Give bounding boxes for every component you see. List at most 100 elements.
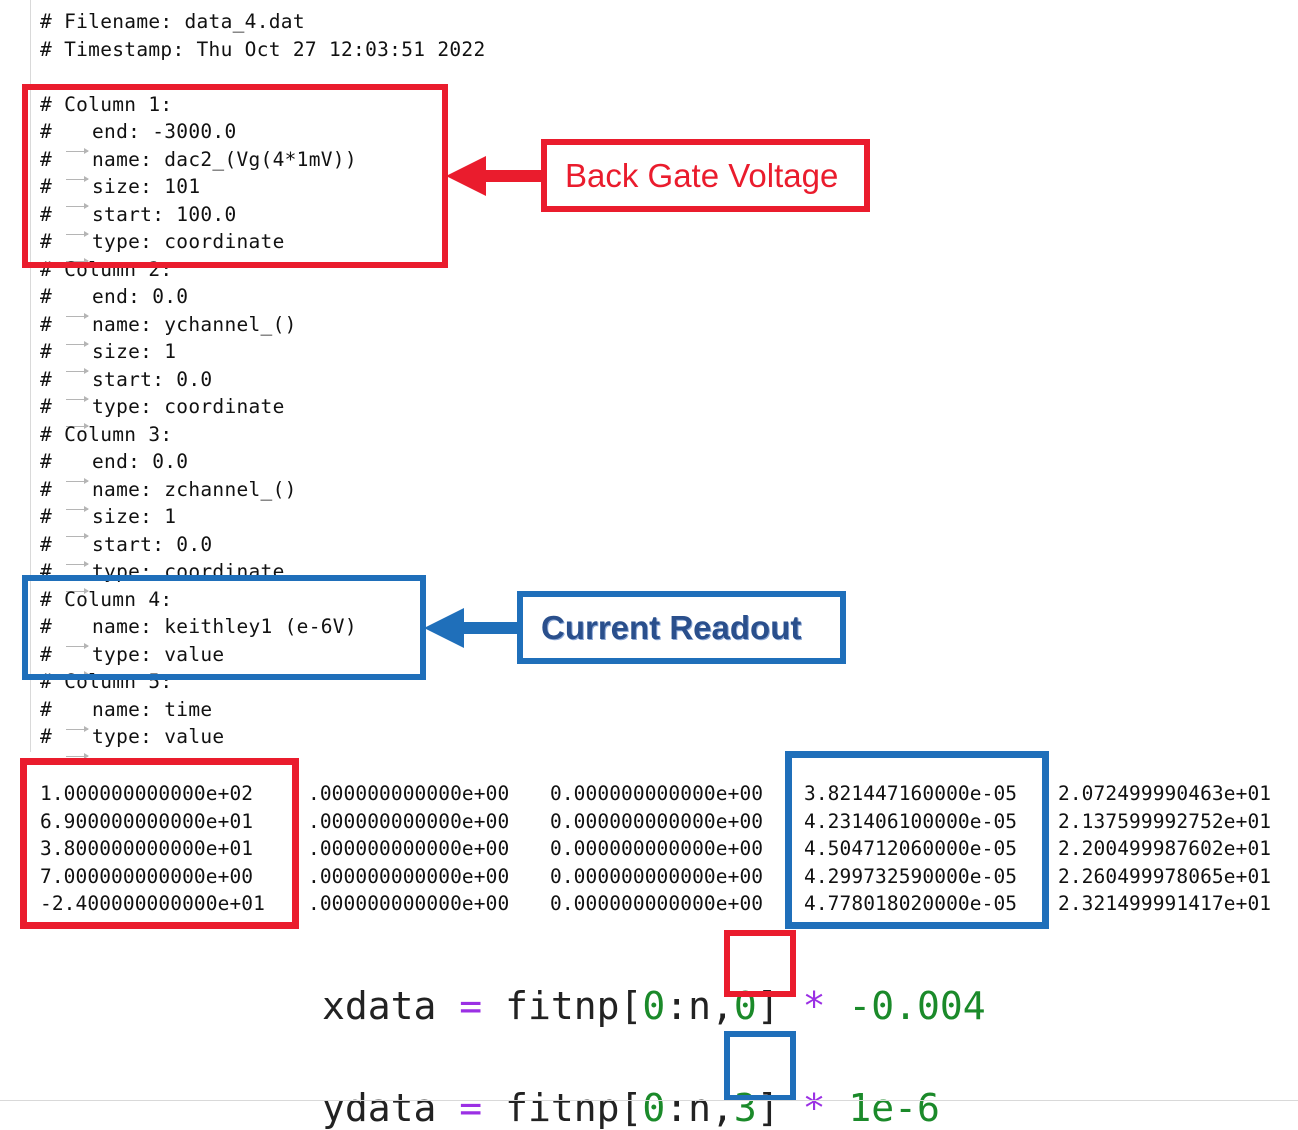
- header-line: # Filename: data_4.dat: [40, 10, 305, 33]
- column-field-line: #start: 0.0: [40, 366, 485, 402]
- data-cell: 0.000000000000e+00: [550, 837, 764, 860]
- column-field-text: size: 1: [92, 340, 177, 363]
- comment-hash: #: [40, 285, 53, 308]
- comment-hash: #: [40, 175, 53, 198]
- red-arrow-icon: [446, 156, 542, 196]
- comment-hash: #: [40, 505, 53, 528]
- column-field-line: # start: 0.0: [40, 531, 485, 567]
- comment-hash: #: [40, 615, 53, 638]
- column4-highlight-box: [22, 575, 426, 680]
- comment-hash: #: [40, 560, 53, 583]
- comment-hash: #: [40, 532, 53, 556]
- column-field-text: start: 100.0: [92, 202, 237, 226]
- column-field-text: start: 0.0: [92, 367, 213, 391]
- column-field-text: type: coordinate: [92, 395, 285, 418]
- column-field-line: #type: coordinate: [40, 393, 485, 429]
- data-cell: 0.000000000000e+00: [550, 809, 764, 833]
- data-rows: 1.000000000000e+02 .000000000000e+00 0.000…: [40, 780, 1271, 918]
- data-cell: .000000000000e+00: [308, 837, 510, 860]
- ydata-index-box: [724, 1031, 796, 1101]
- comment-hash: #: [40, 202, 53, 226]
- column-field-line: #type: value: [40, 723, 485, 759]
- header-line: # Timestamp: Thu Oct 27 12:03:51 2022: [40, 37, 486, 61]
- column-field-text: start: 0.0: [92, 532, 213, 556]
- y-op: *: [802, 1086, 826, 1130]
- column-field-text: name: ychannel_(): [92, 312, 297, 336]
- bottom-divider: [0, 1100, 1298, 1101]
- column-field-text: name: dac2_(Vg(4*1mV)): [92, 147, 357, 171]
- column-field-line: # end: 0.0: [40, 283, 485, 319]
- y-colon-n: :n: [665, 1086, 711, 1130]
- data-cell: 7.000000000000e+00: [40, 864, 254, 888]
- data-cell: 3.821447160000e-05: [804, 782, 1018, 805]
- column-field-text: size: 101: [92, 175, 201, 198]
- data-cell: 3.800000000000e+01: [40, 837, 254, 860]
- column-field-text: type: coordinate: [92, 230, 285, 253]
- x-op: *: [802, 984, 826, 1028]
- data-cell: 4.504712060000e-05: [804, 837, 1018, 860]
- y-eq: =: [459, 1086, 483, 1130]
- comment-hash: #: [40, 147, 53, 171]
- comment-hash: #: [40, 312, 53, 336]
- data-cell: 2.260499978065e+01: [1058, 864, 1272, 888]
- column-field-line: #name: zchannel_(): [40, 476, 485, 512]
- column-field-line: # size: 101: [40, 173, 485, 209]
- comment-hash: #: [40, 120, 53, 143]
- column-field-line: # name: ychannel_(): [40, 311, 485, 347]
- data-cell: .000000000000e+00: [308, 809, 510, 833]
- data-cell: 1.000000000000e+02: [40, 782, 254, 805]
- data-cell: 6.900000000000e+01: [40, 809, 254, 833]
- data-cell: .000000000000e+00: [308, 892, 510, 915]
- data-cell: 2.137599992752e+01: [1058, 809, 1272, 833]
- current-readout-label: Current Readout: [517, 591, 846, 664]
- column-field-line: # start: 100.0: [40, 201, 485, 237]
- data-cell: 2.200499987602e+01: [1058, 837, 1272, 860]
- column-field-line: # name: dac2_(Vg(4*1mV)): [40, 146, 485, 182]
- data-cell: 2.072499990463e+01: [1058, 782, 1272, 805]
- column-field-text: name: keithley1 (e-6V): [92, 615, 357, 638]
- comment-hash: #: [40, 642, 53, 666]
- column1-highlight-box: [22, 84, 448, 268]
- current-readout-text: Current Readout: [541, 608, 802, 646]
- column4-data-box: [785, 751, 1049, 929]
- column-field-text: type: value: [92, 725, 225, 748]
- file-header: # Filename: data_4.dat # Timestamp: Thu O…: [40, 8, 486, 759]
- x-colon-n: :n: [665, 984, 711, 1028]
- xdata-index-box: [724, 930, 796, 997]
- data-cell: .000000000000e+00: [308, 782, 510, 805]
- xdata-var: xdata: [322, 984, 437, 1028]
- data-cell: 2.321499991417e+01: [1058, 892, 1272, 915]
- column-field-text: end: -3000.0: [92, 120, 237, 143]
- comment-hash: #: [40, 450, 53, 473]
- back-gate-voltage-label: Back Gate Voltage: [541, 139, 870, 212]
- blue-arrow-icon: [424, 608, 520, 648]
- x-start: 0: [642, 984, 666, 1028]
- x-fn: fitnp[: [505, 984, 643, 1028]
- comment-hash: #: [40, 697, 53, 721]
- xdata-code-line: xdata = fitnp[0:n,0] * -0.004: [322, 940, 986, 1028]
- data-cell: 4.231406100000e-05: [804, 809, 1018, 833]
- data-cell: 0.000000000000e+00: [550, 782, 764, 805]
- column-field-line: #size: 1: [40, 503, 485, 539]
- column-field-line: #size: 1: [40, 338, 485, 374]
- back-gate-voltage-text: Back Gate Voltage: [565, 156, 839, 194]
- header-line: # Column 3:: [40, 422, 173, 446]
- data-row: 3.800000000000e+01 .000000000000e+00 0.000…: [40, 835, 1271, 863]
- column1-data-box: [20, 758, 299, 929]
- column-field-line: # name: keithley1 (e-6V): [40, 613, 485, 649]
- column-field-text: end: 0.0: [92, 285, 189, 308]
- column-field-line: #end: 0.0: [40, 448, 485, 484]
- comment-hash: #: [40, 477, 53, 501]
- column-field-line: # end: -3000.0: [40, 118, 485, 154]
- y-fn: fitnp[: [505, 1086, 643, 1130]
- y-factor: 1e-6: [848, 1086, 940, 1130]
- column-field-line: #name: time: [40, 696, 485, 732]
- header-line: # Column 1:: [40, 92, 173, 116]
- data-cell: 4.299732590000e-05: [804, 864, 1018, 888]
- header-line: # Column 4:: [40, 587, 173, 611]
- ydata-code-line: ydata = fitnp[0:n,3] * 1e-6: [322, 1042, 940, 1130]
- data-cell: 0.000000000000e+00: [550, 864, 764, 888]
- x-factor: -0.004: [848, 984, 986, 1028]
